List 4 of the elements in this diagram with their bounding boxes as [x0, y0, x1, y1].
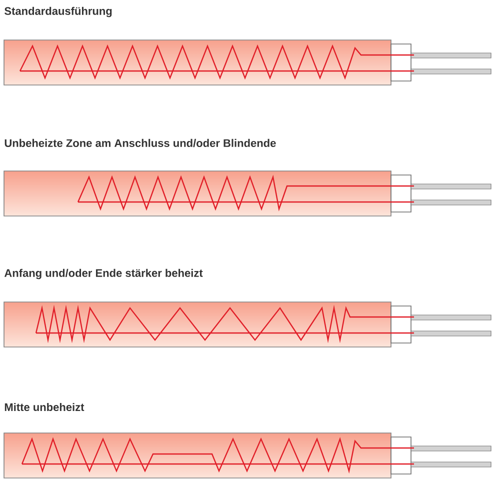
heading: Standardausführung [4, 6, 112, 18]
heading: Mitte unbeheizt [4, 402, 84, 412]
heading: Anfang und/oder Ende stärker beheizt [4, 268, 203, 280]
heading: Unbeheizte Zone am Anschluss und/oder Blindende [4, 138, 276, 148]
